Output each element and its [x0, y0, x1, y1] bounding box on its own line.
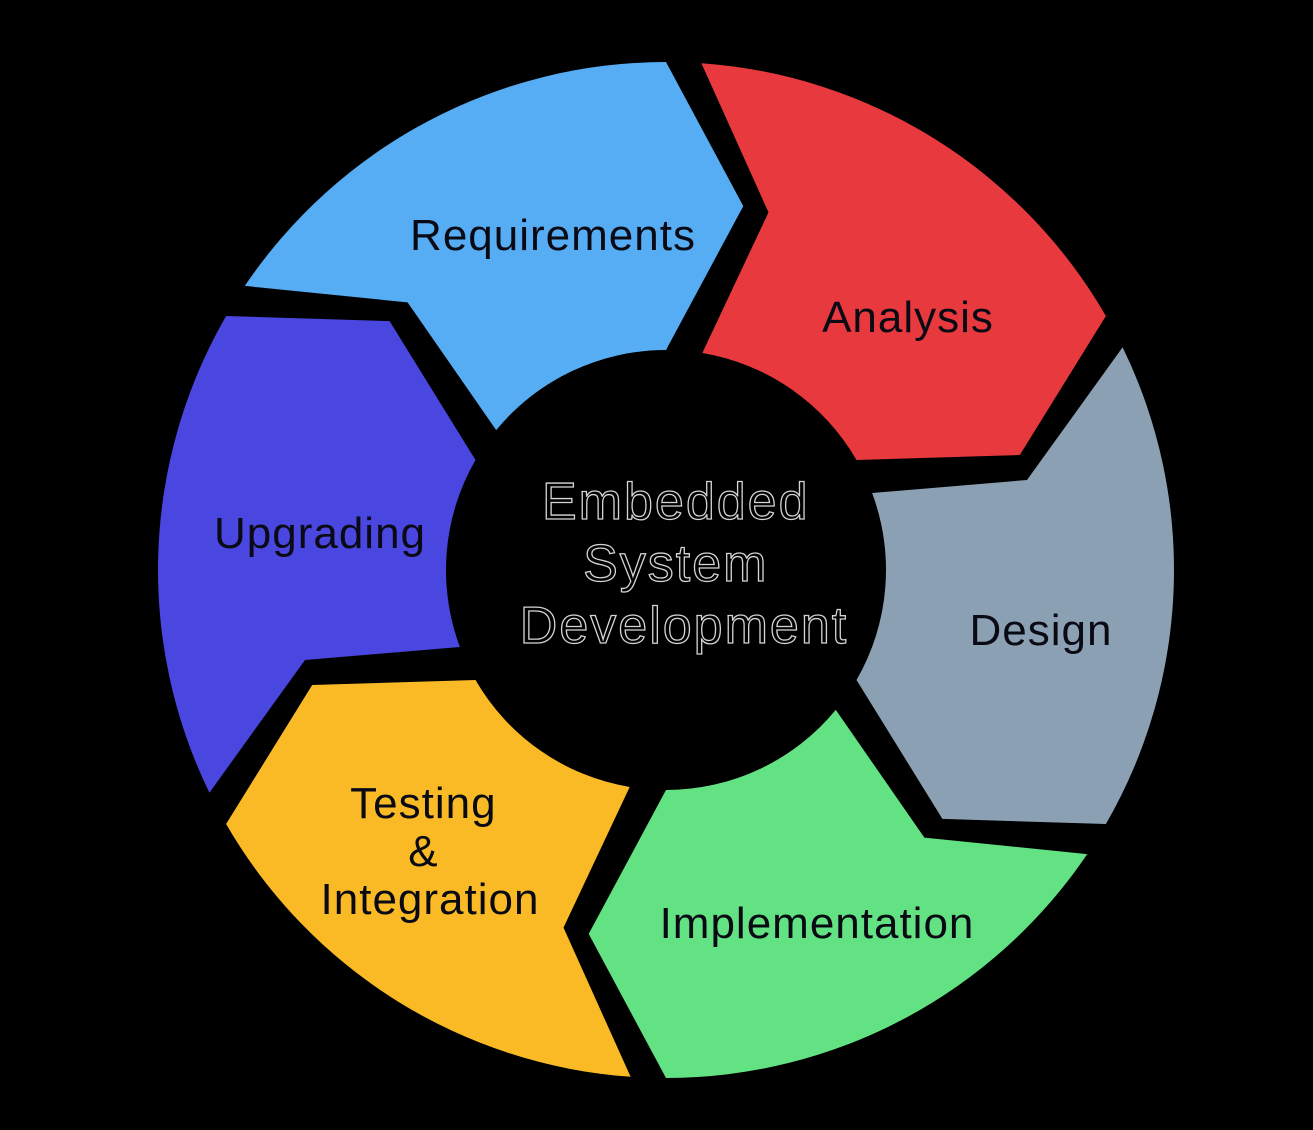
segment-design-shape	[856, 347, 1174, 824]
testing-label-line-3: Integration	[321, 875, 540, 924]
testing-label-line-1: Testing	[350, 779, 496, 828]
segment-requirements-shape	[244, 62, 744, 431]
testing-label-line-2: &	[408, 827, 438, 876]
segment-label-implementation: Implementation	[660, 899, 975, 948]
segment-label-requirements: Requirements	[410, 211, 696, 260]
segment-testing-shape	[226, 680, 631, 1077]
segment-analysis-shape	[701, 63, 1106, 460]
segment-label-testing-integration: Testing & Integration	[321, 779, 540, 924]
segment-label-upgrading: Upgrading	[214, 509, 426, 558]
segment-label-design: Design	[970, 606, 1113, 655]
center-title-line-2: System	[583, 535, 768, 593]
center-title: Embedded System Development	[520, 473, 848, 655]
center-title-line-3: Development	[520, 597, 848, 655]
segment-implementation-shape	[588, 709, 1088, 1078]
segment-label-analysis: Analysis	[822, 293, 994, 342]
center-title-line-1: Embedded	[542, 473, 810, 531]
segment-upgrading-shape	[158, 316, 476, 793]
